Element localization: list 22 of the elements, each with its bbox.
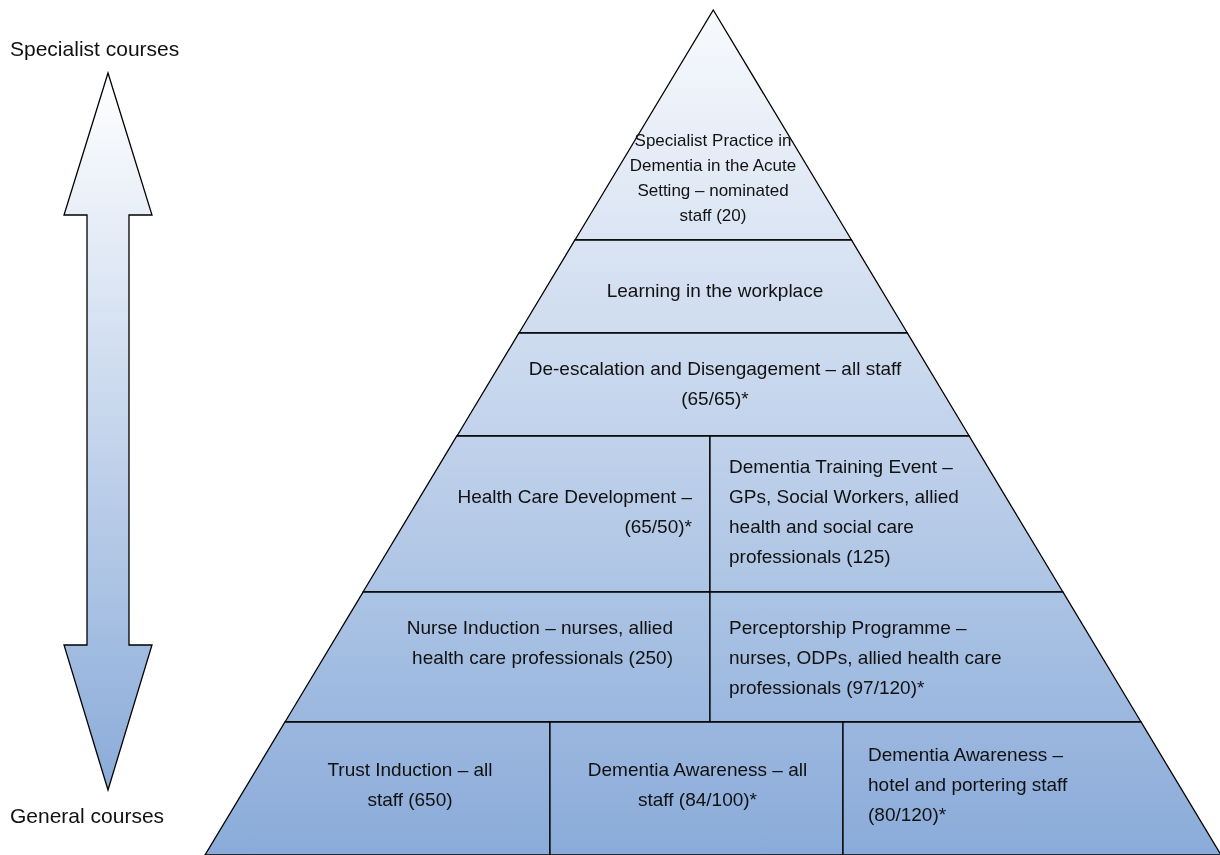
pyramid-tier: [456, 333, 970, 436]
pyramid-tier: [205, 722, 550, 855]
pyramid-tier: [710, 592, 1142, 722]
tier-label: Specialist Practice in Dementia in the Acute Setting – nominated staff (20): [628, 130, 798, 227]
pyramid-tier: [284, 592, 710, 722]
tier-label: Health Care Development – (65/50)*: [456, 485, 692, 539]
tier-label: Dementia Training Event – GPs, Social Workers, allied health and social care professionals (125): [729, 455, 960, 569]
pyramid-tier: [843, 722, 1220, 855]
pyramid-tier: [574, 10, 852, 240]
pyramid-tier: [518, 240, 908, 333]
scale-label: General courses: [10, 804, 165, 828]
tier-label: Dementia Awareness – hotel and portering staff (80/120)*: [868, 743, 1069, 827]
tier-label: Trust Induction – all staff (650): [326, 758, 494, 812]
tier-label: De-escalation and Disengagement – all staff (65/65)*: [527, 357, 903, 411]
tier-label: Nurse Induction – nurses, allied health care professionals (250): [405, 616, 673, 670]
pyramid-tier: [710, 436, 1063, 592]
tier-label: Learning in the workplace: [605, 279, 825, 303]
pyramid-tier: [550, 722, 843, 855]
tier-label: Perceptorship Programme – nurses, ODPs, allied health care professionals (97/120)*: [729, 616, 1003, 700]
scale-label: Specialist courses: [10, 37, 180, 61]
pyramid-tier: [363, 436, 710, 592]
tier-label: Dementia Awareness – all staff (84/100)*: [586, 758, 809, 812]
